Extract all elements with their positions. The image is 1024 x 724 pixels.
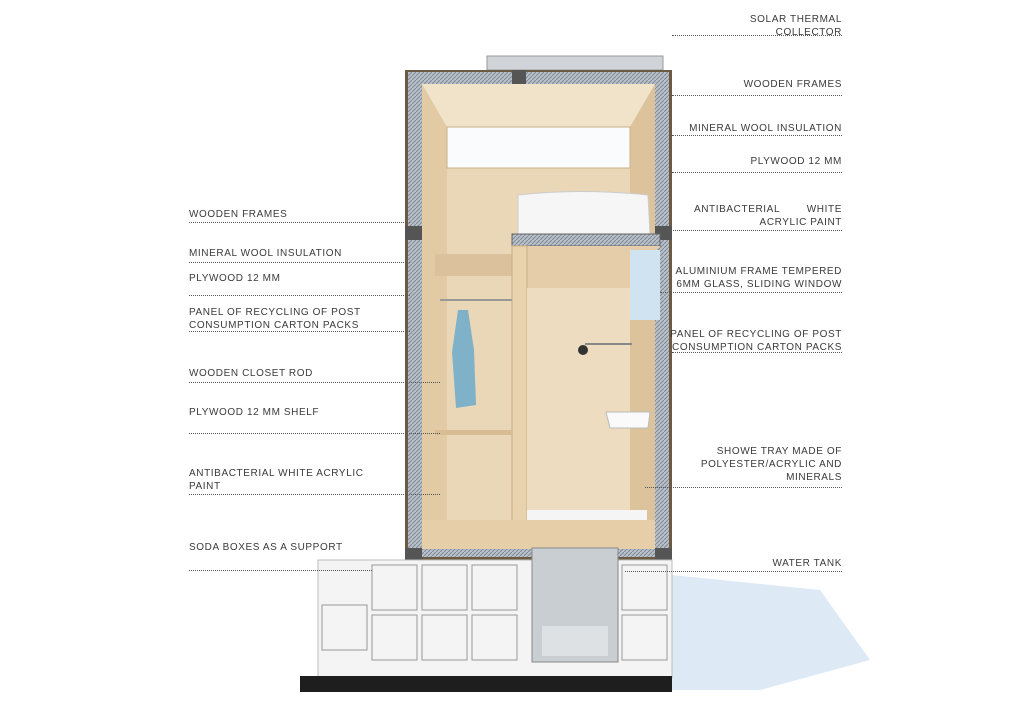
label-line: PLYWOOD 12 MM SHELF (189, 407, 320, 418)
right-label: SOLAR THERMAL COLLECTOR (750, 13, 842, 39)
left-label: PLYWOOD 12 MM SHELF (189, 406, 319, 419)
leader-line (672, 172, 842, 173)
left-label: WOODEN FRAMES (189, 208, 287, 221)
label-line: ALUMINIUM FRAME TEMPERED (675, 266, 842, 277)
leader-line (189, 222, 410, 223)
left-label: MINERAL WOOL INSULATION (189, 247, 342, 260)
leader-line (660, 230, 842, 231)
leader-line (189, 295, 410, 296)
sink (605, 411, 651, 429)
label-line: ANTIBACTERIAL WHITE (693, 204, 842, 215)
label-line: ANTIBACTERIAL WHITE ACRYLIC (189, 468, 364, 479)
label-line: COLLECTOR (775, 27, 842, 38)
left-label: WOODEN CLOSET ROD (189, 367, 313, 380)
label-line: PANEL OF RECYCLING OF POST (189, 307, 361, 318)
label-line: SOLAR THERMAL (749, 14, 842, 25)
leader-line (189, 262, 410, 263)
ground-shadow (672, 575, 870, 690)
label-line: PANEL OF RECYCLING OF POST (670, 329, 842, 340)
leader-line (645, 487, 842, 488)
loft-floor (511, 233, 661, 247)
leader-line (672, 352, 842, 353)
label-line: WOODEN FRAMES (189, 209, 288, 220)
label-line: PLYWOOD 12 MM (750, 156, 842, 167)
label-line: SODA BOXES AS A SUPPORT (189, 542, 343, 553)
shower-head (578, 345, 588, 355)
right-label: ANTIBACTERIAL WHITE ACRYLIC PAINT (694, 203, 842, 229)
label-line: SHOWE TRAY MADE OF (716, 446, 842, 457)
shower-area (527, 288, 630, 520)
partition (511, 245, 528, 533)
right-label: WATER TANK (772, 557, 842, 570)
label-line: WOODEN CLOSET ROD (189, 368, 313, 379)
label-line: POLYESTER/ACRYLIC AND (700, 459, 842, 470)
label-line: MINERAL WOOL INSULATION (689, 123, 842, 134)
label-line: 6MM GLASS, SLIDING WINDOW (676, 279, 842, 290)
robe (452, 310, 476, 408)
left-label: PLYWOOD 12 MM (189, 272, 281, 285)
right-label: ALUMINIUM FRAME TEMPERED 6MM GLASS, SLIDI… (676, 265, 842, 291)
leader-line (660, 292, 842, 293)
left-label: PANEL OF RECYCLING OF POST CONSUMPTION CA… (189, 306, 361, 332)
leader-line (672, 95, 842, 96)
label-line: MINERAL WOOL INSULATION (189, 248, 342, 259)
label-line: PAINT (189, 481, 221, 492)
right-label: PANEL OF RECYCLING OF POST CONSUMPTION CA… (670, 328, 842, 354)
label-line: CONSUMPTION CARTON PACKS (672, 342, 842, 353)
leader-line (189, 331, 410, 332)
leader-line (189, 433, 440, 434)
top-window (446, 126, 631, 169)
label-line: PLYWOOD 12 MM (189, 273, 281, 284)
left-label: ANTIBACTERIAL WHITE ACRYLIC PAINT (189, 467, 364, 493)
leader-line (625, 571, 842, 572)
left-label: SODA BOXES AS A SUPPORT (189, 541, 343, 554)
leader-line (189, 494, 440, 495)
right-label: PLYWOOD 12 MM (750, 155, 842, 168)
label-line: MINERALS (786, 472, 842, 483)
mattress (517, 191, 651, 235)
label-line: WATER TANK (772, 558, 842, 569)
label-line: ACRYLIC PAINT (759, 217, 842, 228)
lower-shelf (435, 430, 512, 435)
solar-thermal-collector (486, 55, 664, 71)
base-slab (300, 676, 672, 692)
sliding-window (630, 250, 660, 320)
label-line: WOODEN FRAMES (743, 79, 842, 90)
label-line: CONSUMPTION CARTON PACKS (189, 320, 359, 331)
right-label: WOODEN FRAMES (744, 78, 842, 91)
upper-shelf (435, 254, 512, 276)
leader-line (189, 382, 440, 383)
right-label: MINERAL WOOL INSULATION (689, 122, 842, 135)
right-label: SHOWE TRAY MADE OF POLYESTER/ACRYLIC AND M… (701, 445, 842, 484)
leader-line (672, 135, 842, 136)
leader-line (672, 35, 842, 36)
leader-line (189, 570, 372, 571)
